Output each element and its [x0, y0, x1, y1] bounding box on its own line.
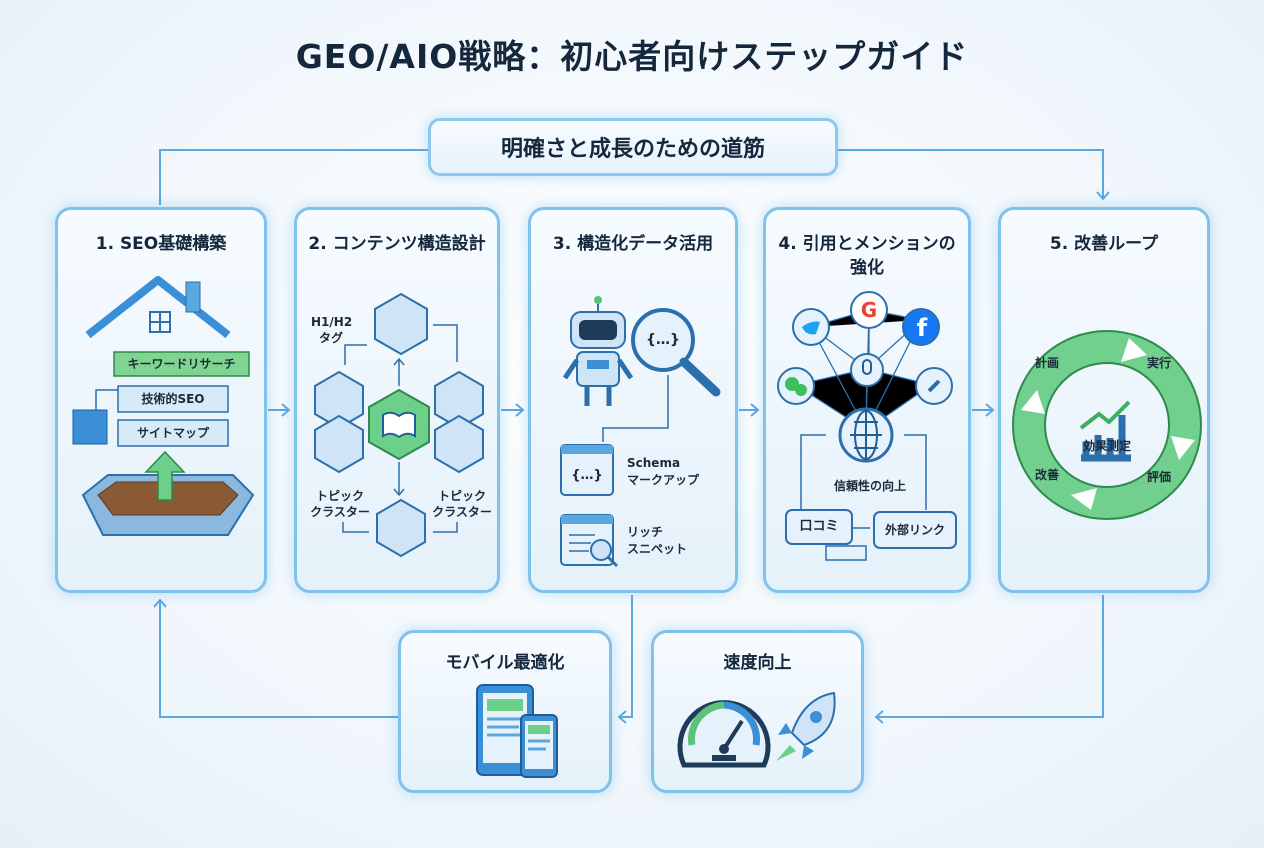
- mobile-optimization-card: モバイル最適化: [398, 630, 612, 793]
- magnifier-code-label: {…}: [646, 332, 680, 348]
- markup-label: マークアップ: [627, 473, 700, 487]
- external-links-label: 外部リンク: [884, 523, 945, 537]
- topic-label-left: トピック: [315, 489, 364, 503]
- cluster-label-right: クラスター: [432, 505, 492, 519]
- topic-cluster-hexagons-icon: [314, 292, 484, 558]
- step-title: 2. コンテンツ構造設計: [308, 234, 486, 254]
- speedometer-rocket-icon: [677, 691, 836, 768]
- word-of-mouth-label: 口コミ: [799, 519, 839, 534]
- h1-h2-label: H1/H2: [311, 315, 353, 329]
- pdca-cycle-icon: [1012, 330, 1202, 520]
- act-label: 改善: [1035, 468, 1060, 482]
- step-title: 3. 構造化データ活用: [552, 234, 714, 254]
- step-title: 1. SEO基礎構築: [95, 234, 227, 254]
- cluster-label-left: クラスター: [310, 505, 370, 519]
- schema-code-label: {…}: [571, 468, 603, 483]
- svg-text:G: G: [861, 298, 877, 322]
- schema-label: Schema: [627, 456, 681, 470]
- trust-improvement-label: 信頼性の向上: [833, 479, 906, 493]
- effect-measurement-label: 効果測定: [1082, 439, 1131, 453]
- step-card-structured-data: 3. 構造化データ活用 {…} {…} Schema マークアップ リッチ スニ…: [528, 207, 738, 593]
- step-card-seo-foundation: 1. SEO基礎構築 キーワードリサーチ 技術的SEO サイトマップ: [55, 207, 267, 593]
- check-label: 評価: [1147, 470, 1172, 484]
- keyword-research-label: キーワードリサーチ: [127, 357, 236, 371]
- step-card-improvement-loop: 5. 改善ループ 計画 実行 評価 改善 効果測定: [998, 207, 1210, 593]
- speed-improvement-card: 速度向上: [651, 630, 864, 793]
- robot-magnifier-icon: [560, 296, 721, 568]
- extra-title: 速度向上: [723, 653, 792, 673]
- do-label: 実行: [1147, 356, 1172, 370]
- extra-title: モバイル最適化: [445, 653, 565, 673]
- mobile-devices-icon: [476, 684, 558, 778]
- sitemap-label: サイトマップ: [136, 426, 209, 440]
- rich-label: リッチ: [627, 525, 664, 539]
- step-card-content-structure: 2. コンテンツ構造設計 H1/H2 タグ トピック クラスター トピック クラ…: [294, 207, 500, 593]
- svg-text:f: f: [917, 314, 928, 342]
- topic-label-right: トピック: [437, 489, 486, 503]
- house-foundation-icon: [72, 276, 255, 536]
- banner: 明確さと成長のための道筋: [428, 118, 838, 176]
- plan-label: 計画: [1035, 356, 1060, 370]
- step-title: 5. 改善ループ: [1049, 234, 1159, 254]
- tag-label: タグ: [318, 331, 343, 345]
- social-network-icon: G f: [777, 291, 957, 561]
- step-card-citations-mentions: 4. 引用とメンションの強化 G f 信頼性の向上 口コミ 外部リンク: [763, 207, 971, 593]
- step-title: 4. 引用とメンションの強化: [778, 234, 956, 278]
- page-title: GEO/AIO戦略：初心者向けステップガイド: [295, 37, 969, 76]
- snippet-label: スニペット: [627, 542, 688, 556]
- technical-seo-label: 技術的SEO: [141, 392, 205, 406]
